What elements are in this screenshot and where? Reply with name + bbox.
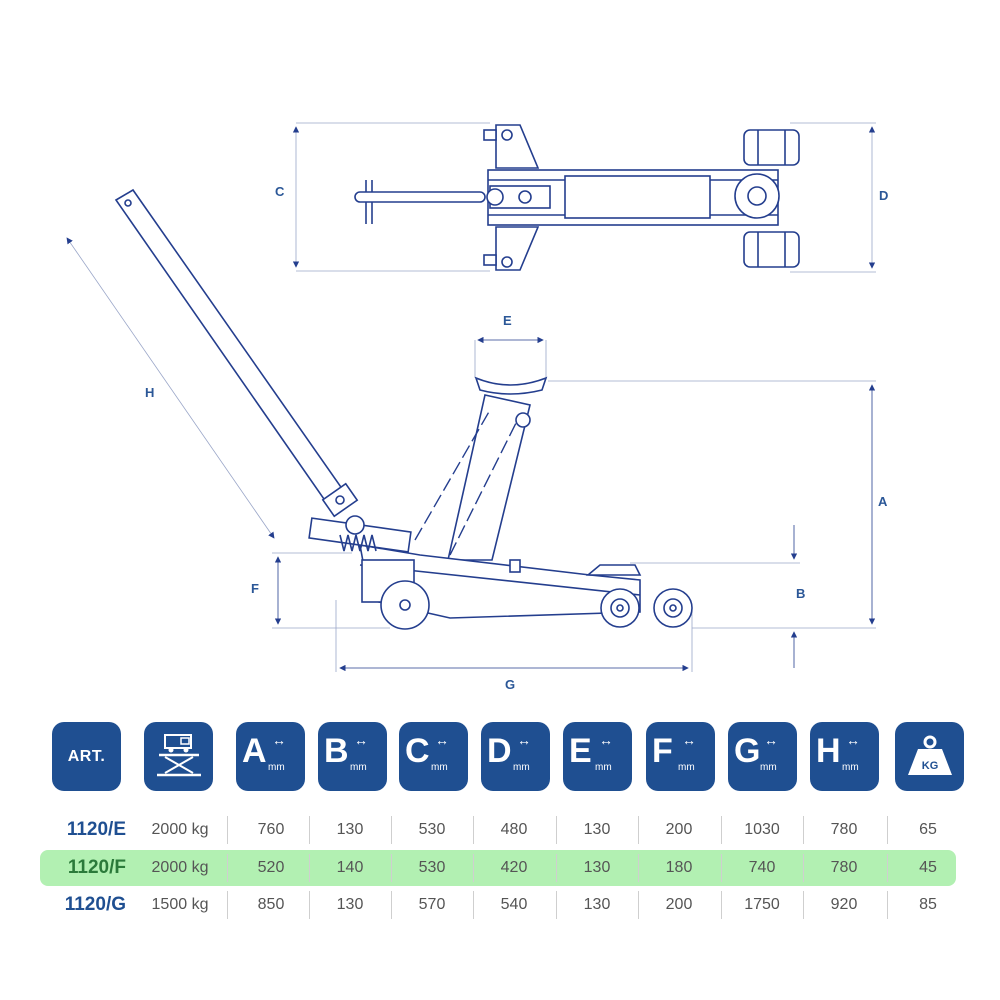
- header-dim-a-letter: A: [242, 732, 267, 770]
- row-a: 760: [257, 821, 285, 838]
- header-art: ART.: [52, 722, 121, 791]
- row-h: 780: [830, 821, 858, 838]
- header-dim-g-unit: mm: [760, 762, 777, 773]
- header-dim-b-letter: B: [324, 732, 349, 770]
- header-dim-h-unit: mm: [842, 762, 859, 773]
- spec-table-header: ART. A↔mm B↔mm C↔mm D↔mm E↔mm F↔mm G↔mm …: [52, 722, 964, 791]
- dim-label-b: B: [796, 586, 805, 601]
- header-dim-e: E ↔ mm: [563, 722, 632, 791]
- header-dim-g-letter: G: [734, 732, 761, 770]
- header-dim-d-unit: mm: [513, 762, 530, 773]
- technical-drawing: C D: [66, 122, 888, 692]
- dim-label-a: A: [878, 494, 888, 509]
- arrow-icon: ↔: [682, 732, 696, 748]
- header-dim-f: F ↔ mm: [646, 722, 715, 791]
- row-g: 1750: [744, 896, 780, 913]
- arrow-icon: ↔: [517, 732, 531, 748]
- arrow-icon: ↔: [354, 732, 368, 748]
- header-dim-e-letter: E: [569, 732, 592, 770]
- header-dim-b: B ↔ mm: [318, 722, 387, 791]
- dim-label-e: E: [503, 313, 512, 328]
- header-dim-a-unit: mm: [268, 762, 285, 773]
- dim-label-d: D: [879, 188, 888, 203]
- row-b: 140: [336, 859, 364, 876]
- side-view: E A B F G H: [66, 188, 888, 692]
- row-capacity: 2000 kg: [151, 859, 209, 876]
- arrow-icon: ↔: [272, 732, 286, 748]
- table-row: 1120/E 2000 kg 760 130 530 480 130 200 1…: [40, 812, 956, 848]
- dim-label-c: C: [275, 184, 285, 199]
- header-dim-f-letter: F: [652, 732, 673, 770]
- row-art: 1120/E: [66, 819, 126, 840]
- row-art: 1120/F: [67, 857, 126, 878]
- table-row: 1120/F 2000 kg 520 140 530 420 130 180 7…: [40, 850, 956, 886]
- header-dim-g: G↔ mm: [728, 722, 797, 791]
- row-a: 850: [257, 896, 285, 913]
- row-f: 180: [665, 859, 693, 876]
- row-a: 520: [257, 859, 285, 876]
- header-art-label: ART.: [67, 747, 106, 765]
- dim-label-f: F: [251, 581, 259, 596]
- row-kg: 85: [919, 896, 937, 913]
- row-d: 420: [500, 859, 528, 876]
- row-c: 530: [418, 859, 446, 876]
- header-dim-d-letter: D: [487, 732, 512, 770]
- row-e: 130: [583, 896, 611, 913]
- weight-kg-label: KG: [921, 760, 938, 772]
- table-row: 1120/G 1500 kg 850 130 570 540 130 200 1…: [40, 887, 956, 923]
- dim-label-h: H: [145, 385, 154, 400]
- row-b: 130: [336, 821, 364, 838]
- dim-label-g: G: [505, 677, 515, 692]
- row-kg: 65: [919, 821, 937, 838]
- row-c: 530: [418, 821, 446, 838]
- header-dim-h-letter: H: [816, 732, 841, 770]
- row-d: 480: [500, 821, 528, 838]
- header-dim-e-unit: mm: [595, 762, 612, 773]
- top-view: C D: [275, 122, 888, 273]
- row-g: 1030: [744, 821, 780, 838]
- arrow-icon: ↔: [599, 732, 613, 748]
- row-c: 570: [418, 896, 446, 913]
- header-dim-d: D ↔ mm: [481, 722, 550, 791]
- row-g: 740: [748, 859, 776, 876]
- row-f: 200: [665, 821, 693, 838]
- header-dim-c: C ↔ mm: [399, 722, 468, 791]
- row-b: 130: [336, 896, 364, 913]
- row-f: 200: [665, 896, 693, 913]
- row-e: 130: [583, 859, 611, 876]
- header-dim-c-unit: mm: [431, 762, 448, 773]
- row-capacity: 1500 kg: [151, 896, 209, 913]
- header-dim-b-unit: mm: [350, 762, 367, 773]
- header-dim-a: A ↔ mm: [236, 722, 305, 791]
- row-capacity: 2000 kg: [151, 821, 209, 838]
- lift-platform-icon: [144, 722, 213, 791]
- row-h: 920: [830, 896, 858, 913]
- header-dim-c-letter: C: [405, 732, 430, 770]
- row-e: 130: [583, 821, 611, 838]
- weight-kg-icon: KG: [895, 722, 964, 791]
- row-kg: 45: [919, 859, 937, 876]
- header-dim-f-unit: mm: [678, 762, 695, 773]
- row-h: 780: [830, 859, 858, 876]
- row-d: 540: [500, 896, 528, 913]
- arrow-icon: ↔: [846, 732, 860, 748]
- arrow-icon: ↔: [764, 732, 778, 748]
- header-dim-h: H ↔ mm: [810, 722, 879, 791]
- arrow-icon: ↔: [435, 732, 449, 748]
- row-art: 1120/G: [64, 894, 126, 915]
